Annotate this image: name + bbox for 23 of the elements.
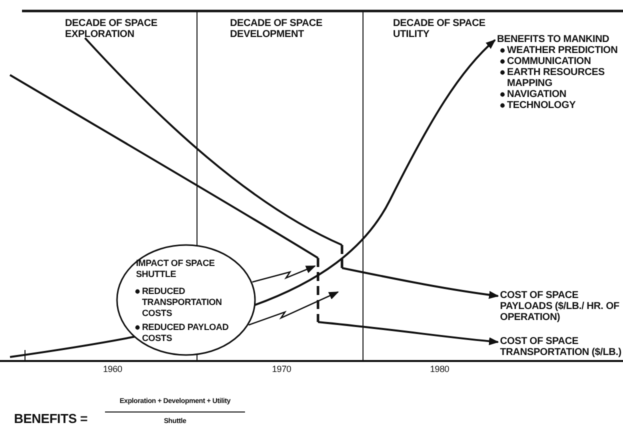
bullet-item: NAVIGATION bbox=[507, 89, 568, 100]
trend-arrow bbox=[318, 321, 499, 346]
decade-heading: DECADE OF SPACE EXPLORATION bbox=[65, 18, 158, 40]
ellipse-heading: IMPACT OF SPACE SHUTTLE bbox=[136, 258, 216, 280]
decade-heading: DECADE OF SPACE UTILITY bbox=[393, 18, 486, 40]
zigzag-arrow bbox=[248, 291, 339, 326]
curve-label: COST OF SPACE TRANSPORTATION ($/LB.) bbox=[500, 336, 622, 358]
bullet-item: REDUCED TRANSPORTATION COSTS bbox=[142, 286, 223, 319]
year-label: 1960 bbox=[103, 364, 124, 375]
curve-label: COST OF SPACE PAYLOADS ($/LB./ HR. OF OPERATION) bbox=[500, 290, 620, 323]
year-label: 1980 bbox=[430, 364, 450, 375]
bullet-item: COMMUNICATION bbox=[507, 56, 592, 67]
bullet-item: REDUCED PAYLOAD COSTS bbox=[142, 322, 230, 344]
year-label: 1970 bbox=[272, 364, 292, 375]
decade-heading: DECADE OF SPACE DEVELOPMENT bbox=[230, 18, 324, 40]
zigzag-arrow bbox=[252, 265, 316, 283]
bullet-item: TECHNOLOGY bbox=[507, 100, 577, 111]
trend-arrow bbox=[342, 267, 499, 299]
bullet-item: EARTH RESOURCES MAPPING bbox=[507, 67, 606, 89]
formula-text: BENEFITS = bbox=[14, 412, 88, 426]
bullet-item: WEATHER PREDICTION bbox=[507, 45, 619, 56]
benefits-heading: BENEFITS TO MANKIND bbox=[497, 34, 610, 45]
impact-ellipse bbox=[116, 244, 256, 356]
